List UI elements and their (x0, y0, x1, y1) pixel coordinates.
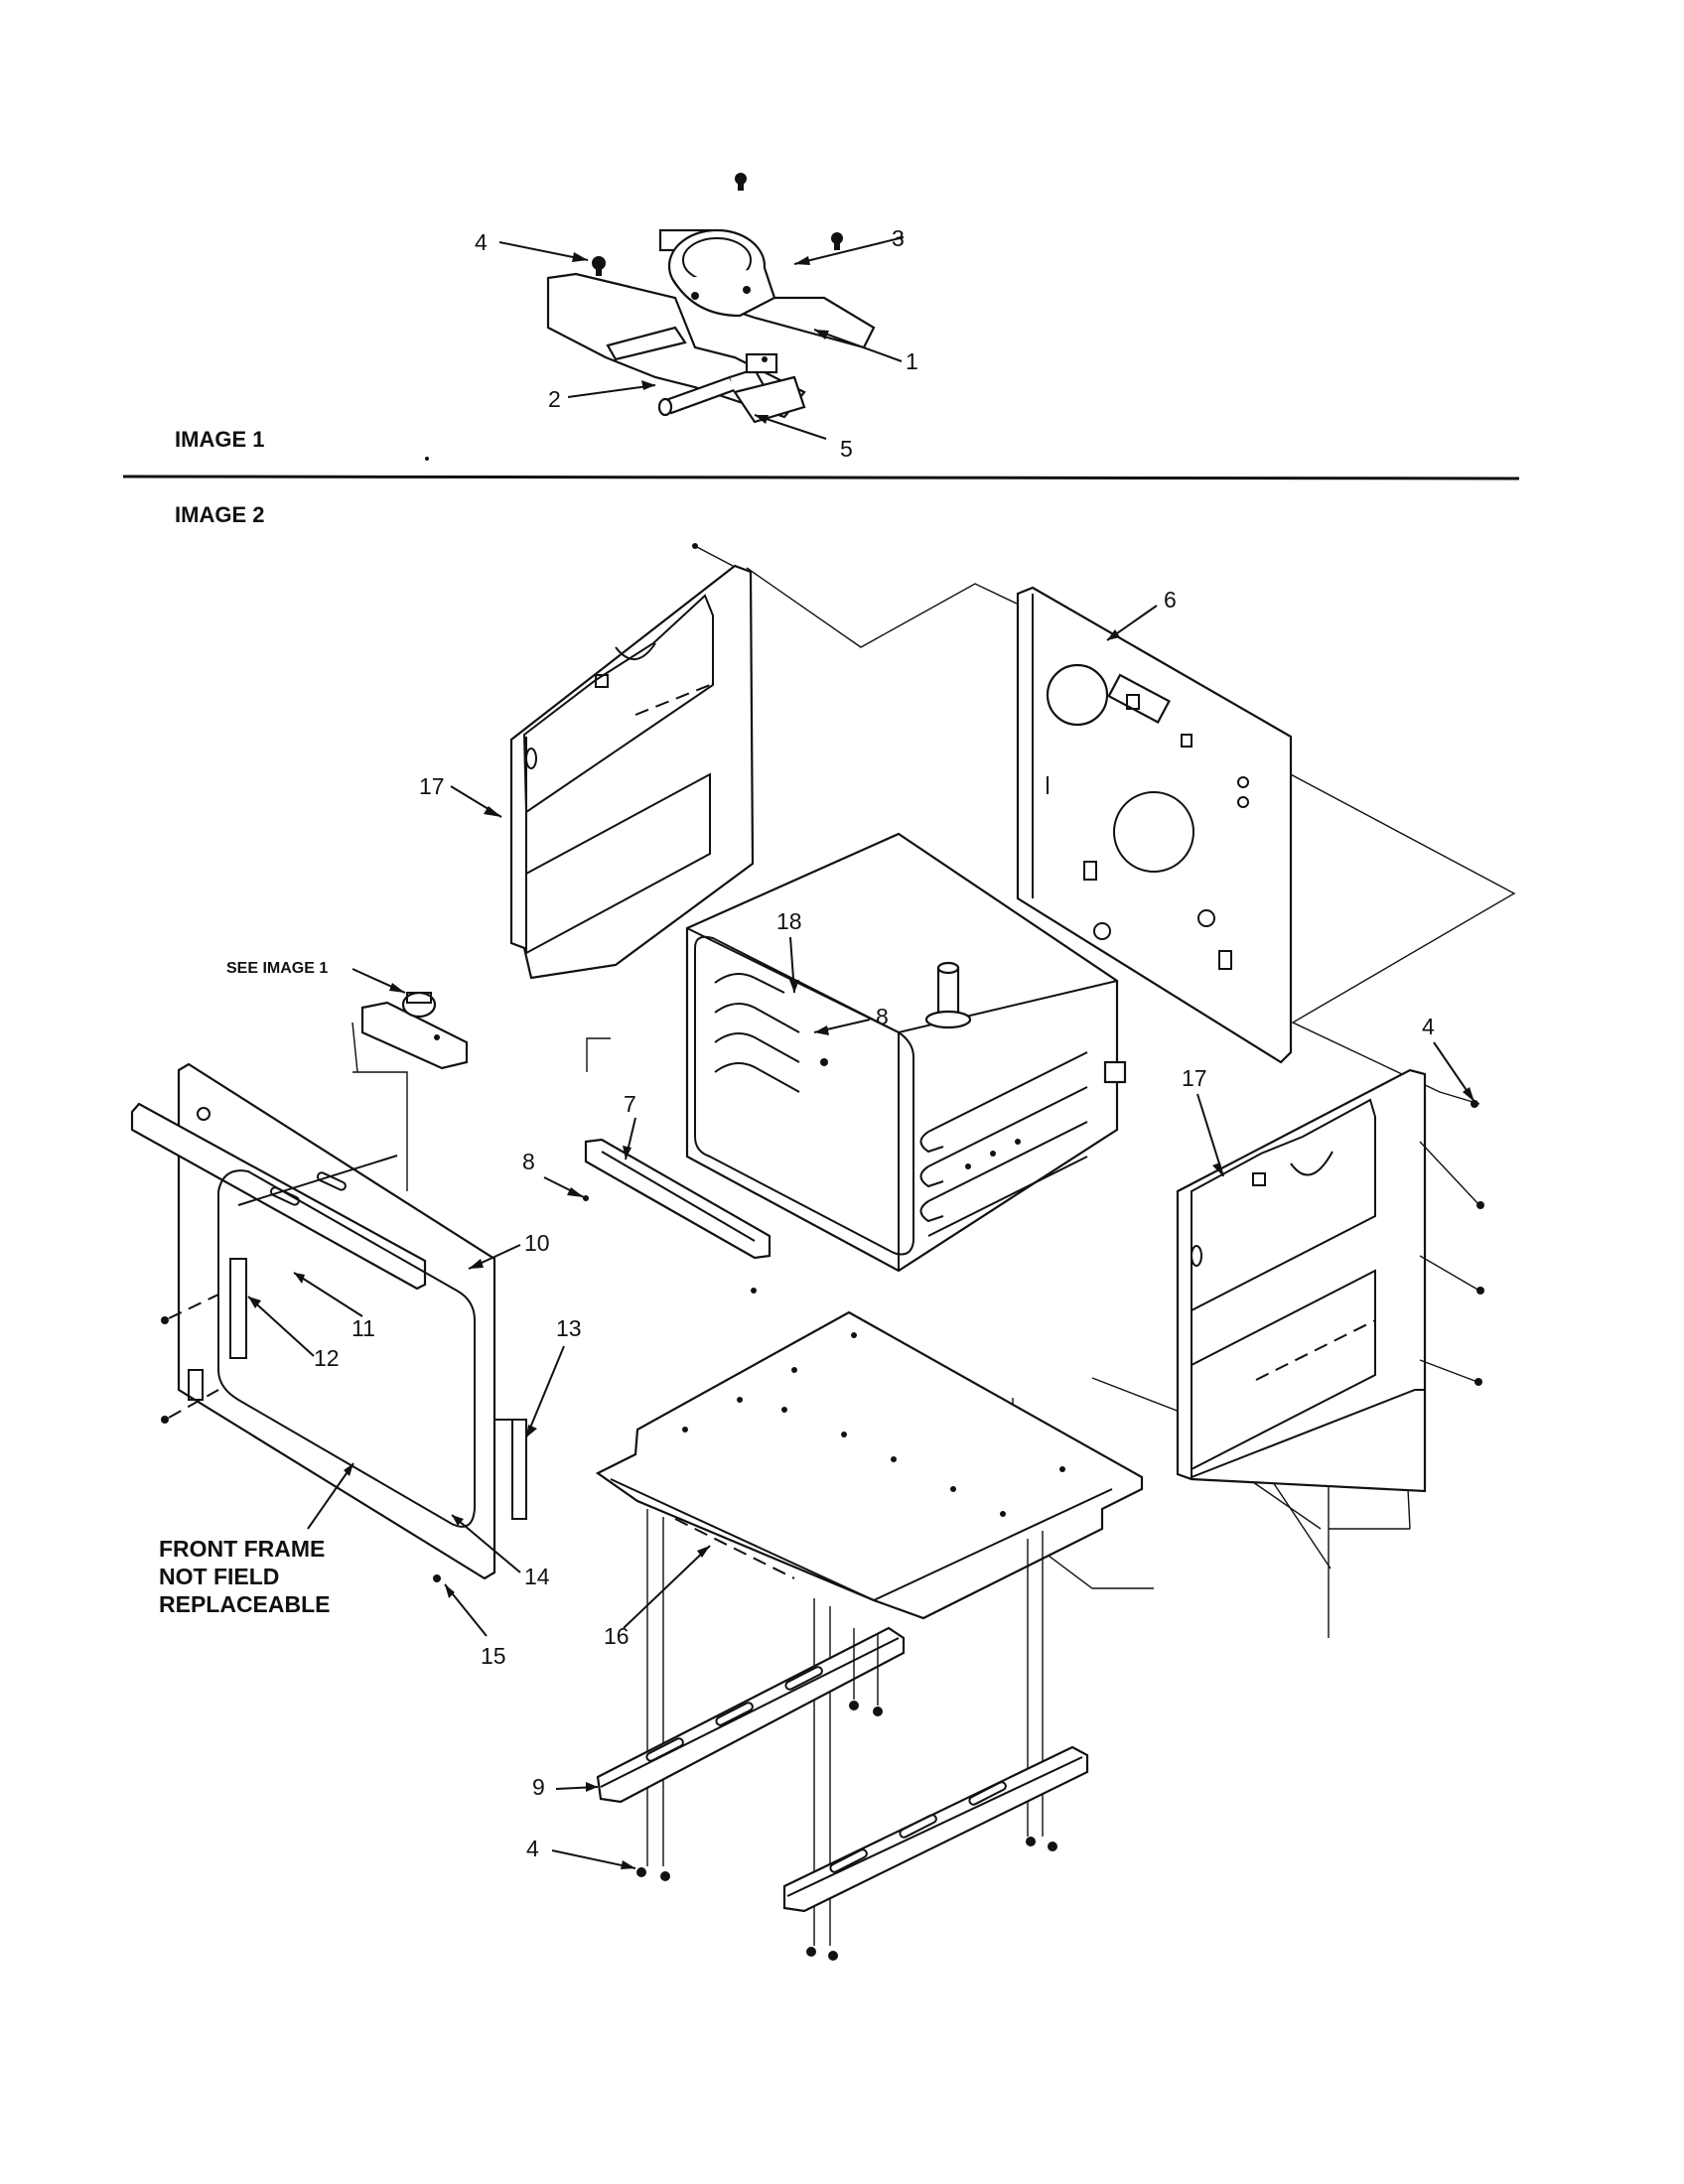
trim-strip-7 (584, 1138, 772, 1260)
screw-3 (831, 232, 843, 250)
latch-rod (606, 326, 767, 417)
callout-4-bottom: 4 (526, 1836, 539, 1861)
callout-13: 13 (556, 1315, 582, 1341)
callout-7: 7 (624, 1091, 636, 1117)
callout-8-left: 8 (522, 1149, 535, 1174)
callout-18: 18 (776, 908, 802, 934)
image1-latch-assembly: 3 1 2 4 5 IMAGE 1 (175, 173, 918, 462)
oven-cavity (685, 832, 1127, 1273)
callout-17-left: 17 (419, 773, 445, 799)
callout-2: 2 (548, 386, 561, 412)
image2-oven-assembly: 17 6 (130, 543, 1516, 1961)
callout-9: 9 (532, 1774, 545, 1800)
support-rail-front (596, 1626, 906, 1804)
callout-15: 15 (481, 1643, 506, 1669)
front-frame-note-line3: REPLACEABLE (159, 1591, 331, 1617)
latch-assembly-small (360, 991, 469, 1070)
image2-label: IMAGE 2 (175, 502, 264, 527)
rear-panel (1016, 586, 1293, 1064)
support-rail-rear (782, 1745, 1089, 1913)
callout-4-right: 4 (1422, 1014, 1435, 1039)
front-frame-note-line2: NOT FIELD (159, 1564, 279, 1589)
callout-1: 1 (906, 348, 918, 374)
side-panel-right (1176, 1068, 1427, 1493)
side-screws (1419, 1100, 1484, 1386)
latch-switch (733, 352, 806, 424)
latch-motor (658, 228, 776, 318)
callout-4-image1: 4 (475, 229, 488, 255)
bottom-panel (595, 1310, 1144, 1620)
frame-screws (161, 1294, 441, 1582)
see-image-1-note: SEE IMAGE 1 (226, 960, 328, 977)
callout-11: 11 (351, 1315, 375, 1341)
front-frame-note-line1: FRONT FRAME (159, 1536, 325, 1562)
callout-5: 5 (840, 436, 853, 462)
callout-12: 12 (314, 1345, 340, 1371)
side-panel-left (509, 564, 755, 980)
callout-8-top: 8 (876, 1004, 889, 1029)
front-frame (130, 1062, 527, 1580)
callout-3: 3 (892, 225, 905, 251)
callout-17-right: 17 (1182, 1065, 1207, 1091)
callout-14: 14 (524, 1564, 550, 1589)
section-divider (122, 475, 1520, 480)
rail-screws (636, 1628, 1057, 1961)
screw-top (735, 173, 747, 191)
callout-6: 6 (1164, 587, 1177, 613)
screw-4-image1 (592, 256, 606, 276)
callout-10: 10 (524, 1230, 550, 1256)
image1-label: IMAGE 1 (175, 427, 264, 452)
